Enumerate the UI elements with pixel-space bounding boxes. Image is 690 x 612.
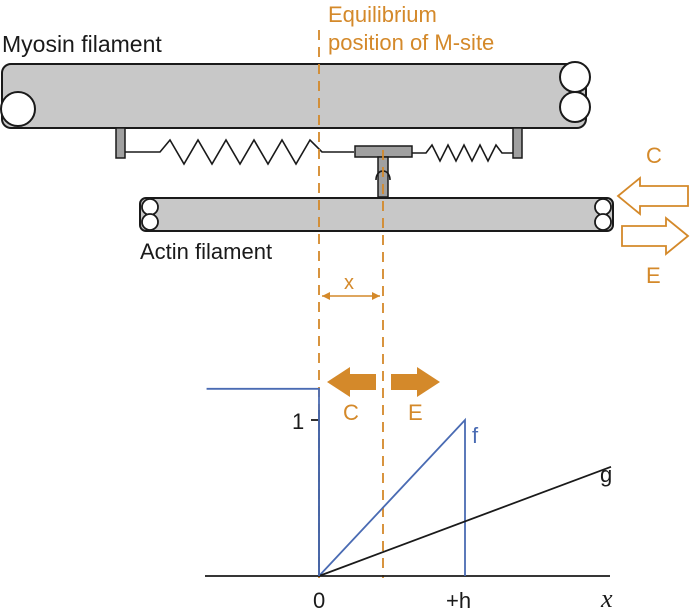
myosin-filament: [0, 61, 591, 129]
contract-arrow-icon: [616, 176, 689, 216]
series-step-line: [206, 387, 320, 576]
chart-axes: [205, 410, 610, 577]
contract-solid-arrow-icon: [327, 367, 376, 397]
actin-left-cap-top: [141, 198, 159, 216]
myosin-left-cap: [0, 91, 36, 127]
actin-left-cap-bottom: [141, 213, 159, 231]
x-axis-label: x: [600, 584, 613, 612]
x-tick-h-label: +h: [446, 588, 471, 612]
contract-label: C: [646, 143, 662, 168]
series-f-label: f: [472, 423, 479, 448]
series-f-line: [318, 417, 466, 577]
x-displacement-marker: [322, 292, 380, 300]
y-tick-1-label: 1: [292, 409, 304, 434]
right-anchor: [512, 127, 523, 159]
myosin-label: Myosin filament: [2, 31, 162, 57]
actin-right-cap-bottom: [594, 213, 612, 231]
right-spring: [412, 143, 513, 163]
left-anchor: [115, 127, 126, 159]
series-g-line: [318, 465, 612, 577]
x-marker-label: x: [344, 272, 354, 294]
extend-solid-arrow-icon: [391, 367, 440, 397]
actin-filament: [139, 197, 614, 232]
equilibrium-label-line1: Equilibrium: [328, 2, 437, 27]
extend-label: E: [646, 263, 661, 288]
myosin-right-cap-bottom: [559, 91, 591, 123]
actin-right-cap-top: [594, 198, 612, 216]
actin-label: Actin filament: [140, 239, 272, 264]
left-spring: [125, 138, 354, 166]
myosin-right-cap-top: [559, 61, 591, 93]
graph-e-label: E: [408, 400, 423, 425]
equilibrium-label-line2: position of M-site: [328, 30, 494, 55]
series-layer: [206, 387, 612, 577]
graph-c-label: C: [343, 400, 359, 425]
extend-arrow-icon: [621, 216, 690, 256]
x-tick-0-label: 0: [313, 588, 325, 612]
series-g-label: g: [600, 462, 612, 487]
